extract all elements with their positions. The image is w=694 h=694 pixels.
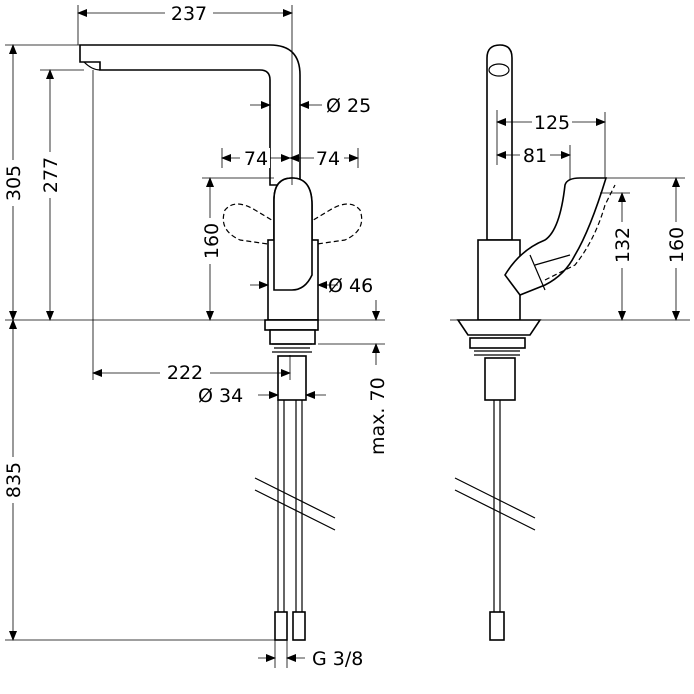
dim-lever-height-outer: 160 [666,227,688,263]
dim-spout-reach: 237 [171,3,207,25]
hose-left [277,400,285,612]
dim-depth-inner: 81 [523,145,547,167]
side-extension-lines [450,110,690,321]
side-hose-connector [489,611,505,641]
side-lever-detail [529,254,571,291]
side-spout-tube [486,44,513,241]
hose-right [295,400,303,612]
hose-connector-left [274,611,288,641]
side-view: 125 81 132 160 [450,44,690,641]
spout [79,44,301,186]
thread [272,343,312,353]
dim-body-diameter: Ø 46 [328,275,373,297]
lever-swing-right [304,203,363,246]
hose-connector-right [292,611,306,641]
dim-lever-right: 74 [316,148,340,170]
side-shank [484,357,516,401]
dim-connection-thread: G 3/8 [312,648,363,670]
front-view: 237 Ø 25 74 74 160 Ø 46 305 277 222 Ø 34 [2,2,389,670]
dim-total-height: 305 [3,165,25,201]
dim-lever-left: 74 [244,148,268,170]
side-base-plate [456,319,542,336]
side-lever [504,177,608,296]
lever-swing-left [222,203,281,246]
mounting-nut [269,329,316,345]
break-mark [254,477,336,531]
dim-lever-height-inner: 132 [612,227,634,263]
dim-max-counter-thickness: max. 70 [367,377,389,455]
dim-lever-height: 160 [201,223,223,259]
spout-nozzle [83,61,101,71]
side-nozzle [488,63,510,77]
dim-depth-outer: 125 [534,112,570,134]
dim-spout-diameter: Ø 25 [326,95,371,117]
extension-lines [5,5,293,641]
side-thread [474,350,520,356]
dim-spout-height: 277 [40,157,62,193]
shank [277,355,307,401]
side-lever-swing [544,184,616,281]
dim-shank-diameter: Ø 34 [198,385,243,407]
dim-hose-length: 835 [3,462,25,498]
dim-outlet-offset: 222 [167,362,203,384]
side-break-mark [454,477,536,531]
side-hose [493,400,501,612]
side-mounting-nut [469,337,526,349]
lever-front [273,177,313,291]
base-plate [264,319,319,331]
